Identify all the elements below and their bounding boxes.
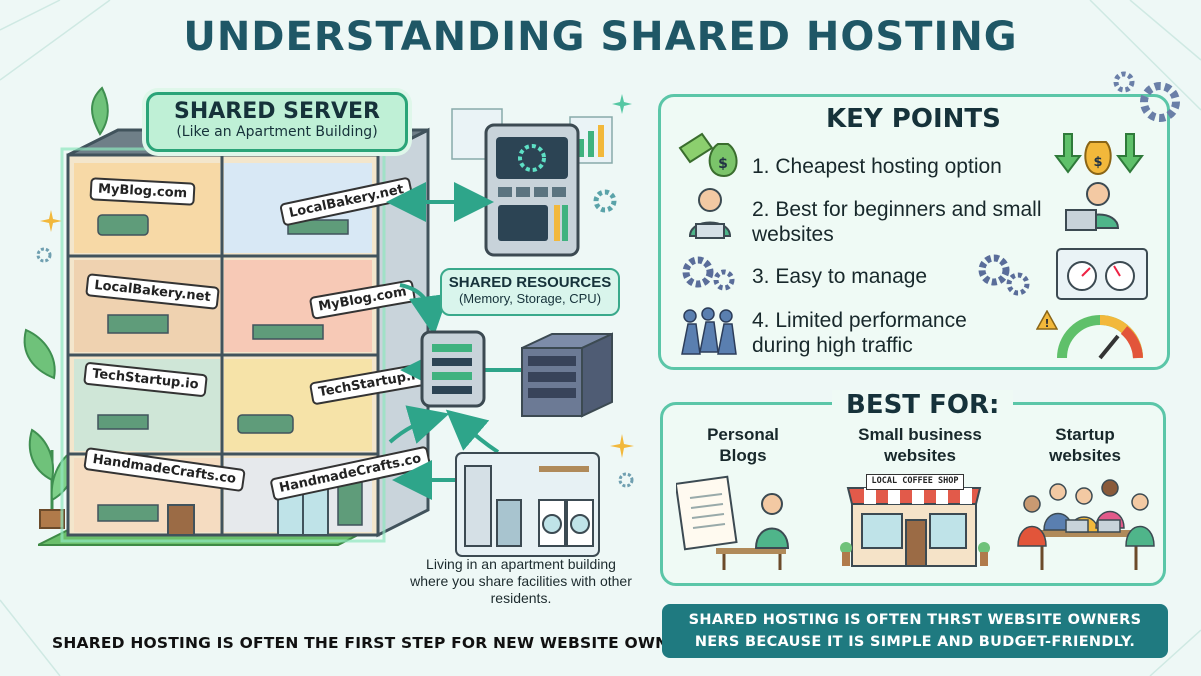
server-dashboard-illustration xyxy=(451,108,613,257)
leaf-icon xyxy=(23,328,56,380)
key-points-heading: KEY POINTS xyxy=(812,104,1015,134)
shared-resources-label: SHARED RESOURCES (Memory, Storage, CPU) xyxy=(440,268,620,316)
analogy-caption: Living in an apartment building where yo… xyxy=(410,556,632,606)
best-for-heading: BEST FOR: xyxy=(832,390,1014,420)
footer-highlight-line-2: NERS BECAUSE IT IS SIMPLE AND BUDGET-FRI… xyxy=(694,634,1136,650)
shared-server-subheading: (Like an Apartment Building) xyxy=(176,124,378,140)
svg-text:$: $ xyxy=(718,156,728,172)
footer-message: SHARED HOSTING IS OFTEN THE FIRST STEP F… xyxy=(52,634,662,652)
svg-text:$: $ xyxy=(1093,155,1102,170)
gear-icon xyxy=(36,247,52,263)
crowd-traffic-icon xyxy=(681,307,737,355)
gear-icon xyxy=(1113,71,1180,122)
key-point-4: 4. Limited performance during high traff… xyxy=(752,309,967,357)
key-point-3: 3. Easy to manage xyxy=(752,265,928,288)
shared-laundry-room-illustration xyxy=(455,452,600,557)
startup-team-illustration xyxy=(1017,479,1155,570)
sparkle-icon xyxy=(610,434,634,458)
dashboard-gauges-icon xyxy=(1056,248,1148,300)
gears-icon xyxy=(682,256,735,291)
beginner-user-icon xyxy=(688,188,732,239)
gear-icon xyxy=(618,472,634,488)
svg-text:!: ! xyxy=(1044,317,1049,330)
laptop-user-icon xyxy=(1065,182,1120,231)
server-rack-icon xyxy=(521,332,613,418)
footer-highlight-box: SHARED HOSTING IS OFTEN THRST WEBSITE OW… xyxy=(662,604,1168,658)
speedometer-icon xyxy=(1057,315,1143,360)
leaf-icon xyxy=(91,86,109,136)
sparkle-icon xyxy=(40,210,62,232)
gears-icon xyxy=(978,254,1030,296)
sparkle-icon xyxy=(612,94,632,114)
best-for-small-business: Small business websites xyxy=(858,425,982,465)
shared-resources-detail: (Memory, Storage, CPU) xyxy=(458,291,602,306)
price-down-icon: $ xyxy=(1054,133,1144,176)
best-for-startups: Startup websites xyxy=(1049,425,1121,465)
gear-icon xyxy=(593,189,617,213)
warning-icon: ! xyxy=(1036,310,1058,330)
shared-server-label: SHARED SERVER (Like an Apartment Buildin… xyxy=(146,92,408,152)
key-point-2: 2. Best for beginners and small websites xyxy=(752,198,1042,246)
key-point-1: 1. Cheapest hosting option xyxy=(752,155,1002,178)
page-title: UNDERSTANDING SHARED HOSTING xyxy=(183,14,1018,60)
footer-highlight-line-1: SHARED HOSTING IS OFTEN THRST WEBSITE OW… xyxy=(688,612,1142,628)
personal-blog-illustration xyxy=(676,475,790,570)
resource-panel-illustration xyxy=(420,330,486,408)
coffee-shop-illustration xyxy=(840,487,990,567)
shared-resources-heading: SHARED RESOURCES xyxy=(448,274,612,291)
best-for-personal-blogs: Personal Blogs xyxy=(707,425,779,465)
shared-server-heading: SHARED SERVER xyxy=(174,99,380,124)
coffee-shop-sign: LOCAL COFFEE SHOP xyxy=(866,474,964,490)
money-bag-icon: $ xyxy=(678,132,738,178)
